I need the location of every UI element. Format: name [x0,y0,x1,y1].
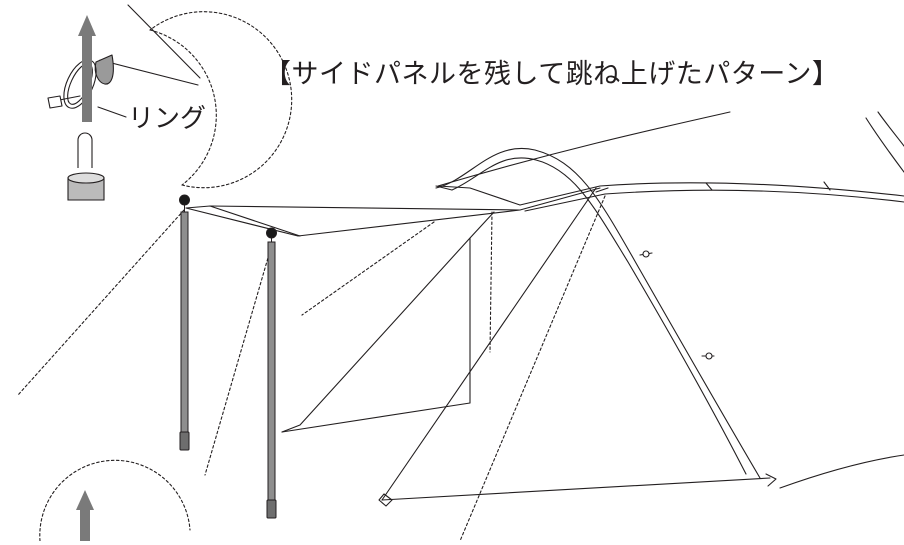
up-arrow-icon-bottom [76,490,94,541]
diagram-caption: 【サイドパネルを残して跳ね上げたパターン】 [264,59,840,90]
roof-back [437,111,904,489]
guy-lines [17,195,606,542]
pole-right [266,227,277,519]
ring-label: リング [128,104,207,134]
side-panel [281,211,495,433]
ring-detail [47,4,201,118]
up-arrow-icon [78,15,96,122]
detail-magnifier-bottom [39,459,191,542]
roof-slope [435,185,521,206]
front-panel [378,187,777,507]
detail-magnifier-top [149,11,293,189]
pole-left [179,194,190,451]
pole-tip-detail [67,132,105,201]
arch-frame [435,147,904,479]
lifted-canopy [185,187,601,237]
